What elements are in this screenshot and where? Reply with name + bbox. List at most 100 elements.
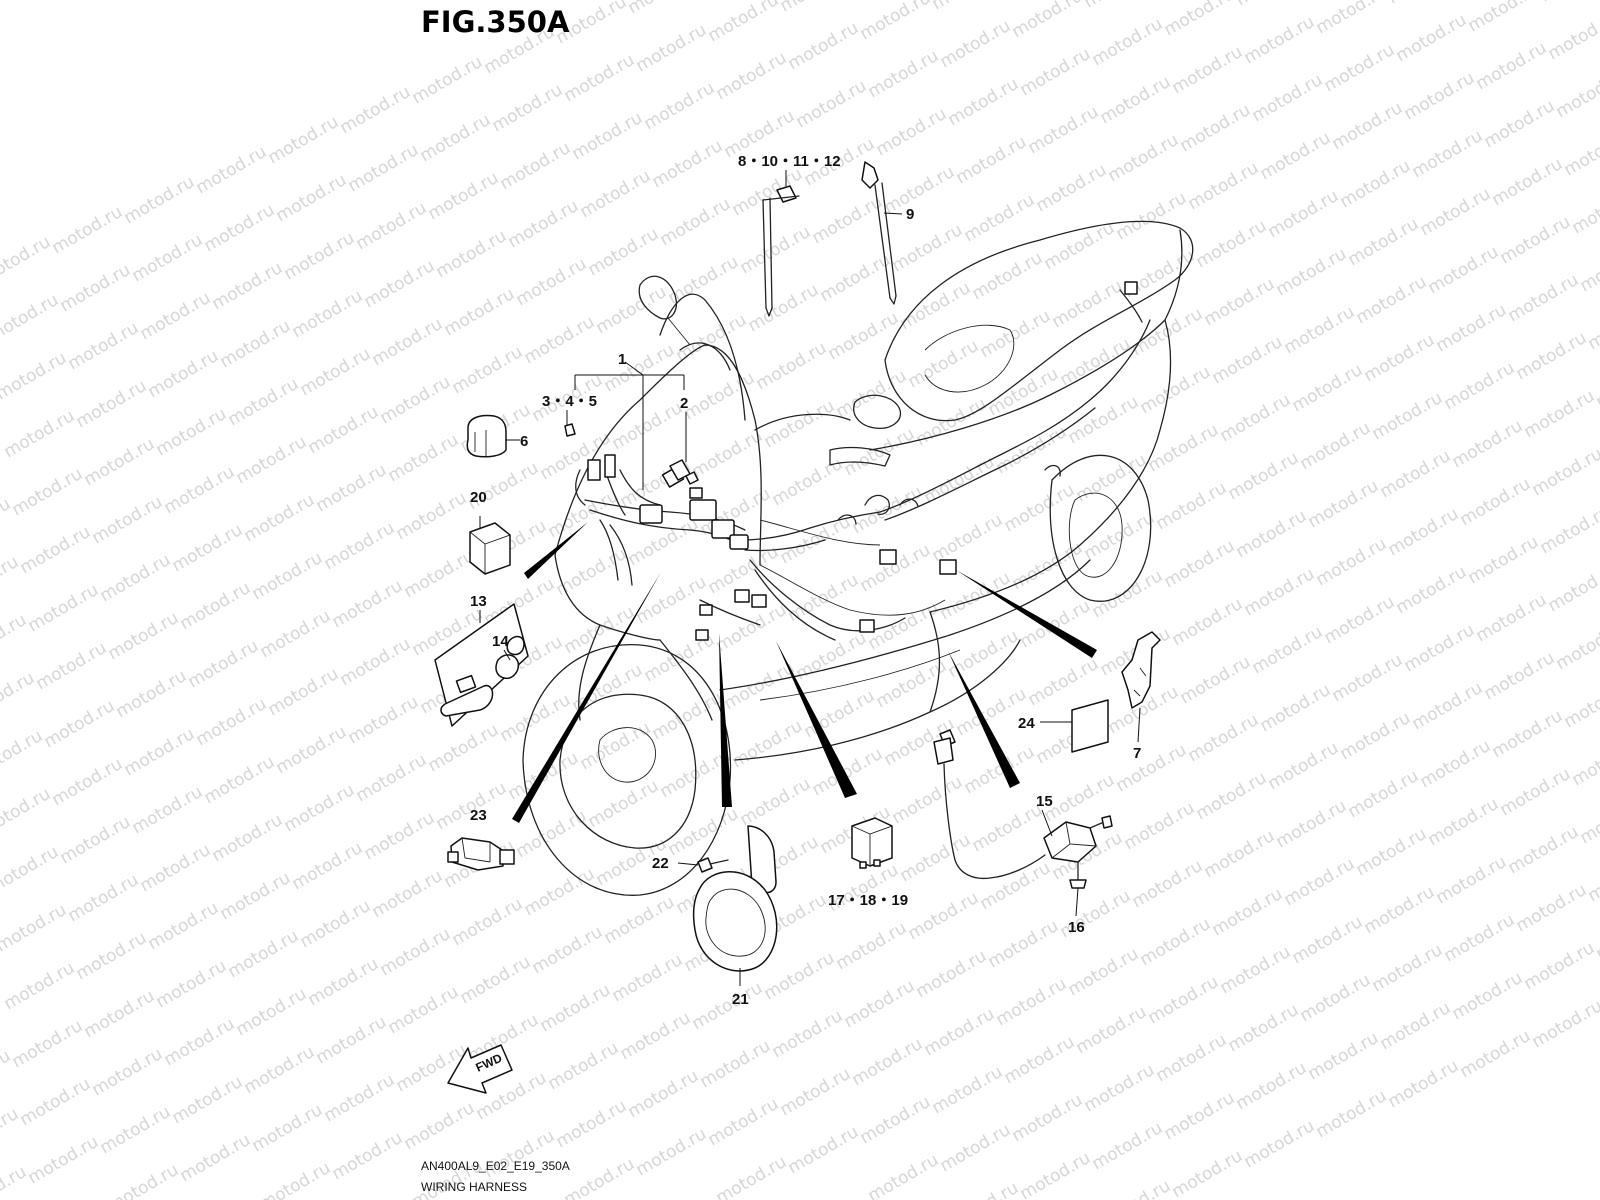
watermark-text: motod.ru: [905, 888, 983, 944]
watermark-text: motod.ru: [1313, 0, 1391, 38]
watermark-text: motod.ru: [41, 696, 119, 752]
watermark-text: motod.ru: [129, 782, 207, 838]
watermark-text: motod.ru: [857, 540, 935, 596]
watermark-text: motod.ru: [217, 316, 295, 372]
watermark-text: motod.ru: [153, 956, 231, 1012]
watermark-text: motod.ru: [929, 1062, 1007, 1118]
part-3-4-5-terminal: [564, 423, 576, 437]
watermark-text: motod.ru: [1361, 330, 1439, 386]
watermark-text: motod.ru: [0, 900, 70, 956]
watermark-text: motod.ru: [1345, 766, 1423, 822]
watermark-text: motod.ru: [1489, 154, 1567, 210]
watermark-text: motod.ru: [353, 750, 431, 806]
watermark-text: motod.ru: [1097, 72, 1175, 128]
watermark-text: motod.ru: [865, 1150, 943, 1200]
watermark-text: motod.ru: [985, 364, 1063, 420]
watermark-text: motod.ru: [1345, 214, 1423, 270]
callout-13: 13: [470, 593, 487, 610]
watermark-text: motod.ru: [1385, 504, 1463, 560]
watermark-text: motod.ru: [329, 1128, 407, 1184]
part-17-18-19-relay: [851, 817, 893, 869]
watermark-text: motod.ru: [1457, 1026, 1535, 1082]
watermark-text: motod.ru: [1393, 10, 1471, 66]
watermark-text: motod.ru: [209, 810, 287, 866]
watermark-text: motod.ru: [745, 280, 823, 336]
watermark-text: motod.ru: [913, 394, 991, 450]
watermark-text: motod.ru: [769, 454, 847, 510]
watermark-text: motod.ru: [1441, 910, 1519, 966]
watermark-text: motod.ru: [369, 866, 447, 922]
watermark-text: motod.ru: [257, 606, 335, 662]
watermark-text: motod.ru: [1393, 562, 1471, 618]
watermark-text: motod.ru: [193, 694, 271, 750]
watermark-text: motod.ru: [401, 546, 479, 602]
watermark-text: motod.ru: [153, 404, 231, 460]
watermark-text: motod.ru: [985, 916, 1063, 972]
watermark-text: motod.ru: [537, 428, 615, 484]
watermark-text: motod.ru: [1049, 276, 1127, 332]
watermark-text: motod.ru: [1281, 302, 1359, 358]
watermark-text: motod.ru: [1233, 1058, 1311, 1114]
figure-title: FIG.350A: [421, 5, 570, 39]
watermark-text: motod.ru: [1073, 1002, 1151, 1058]
watermark-text: motod.ru: [1017, 1148, 1095, 1200]
watermark-text: motod.ru: [953, 132, 1031, 188]
watermark-text: motod.ru: [1113, 188, 1191, 244]
part-15-16-switch: [933, 729, 1113, 889]
watermark-text: motod.ru: [1513, 328, 1591, 384]
callout-2: 2: [680, 395, 688, 412]
watermark-text: motod.ru: [1, 406, 79, 462]
watermark-text: motod.ru: [457, 952, 535, 1008]
watermark-text: motod.ru: [1265, 186, 1343, 242]
watermark-text: motod.ru: [633, 20, 711, 76]
watermark-text: motod.ru: [281, 228, 359, 284]
watermark-text: motod.ru: [1385, 1056, 1463, 1112]
watermark-text: motod.ru: [337, 634, 415, 690]
watermark-text: motod.ru: [177, 1130, 255, 1186]
watermark-text: motod.ru: [1289, 912, 1367, 968]
part-9-clip: [861, 161, 897, 305]
callout-15: 15: [1036, 793, 1053, 810]
watermark-text: motod.ru: [17, 1074, 95, 1130]
watermark-text: motod.ru: [289, 838, 367, 894]
watermark-text: motod.ru: [1217, 390, 1295, 446]
watermark-text: motod.ru: [1257, 128, 1335, 184]
watermark-text: motod.ru: [969, 800, 1047, 856]
watermark-text: motod.ru: [1241, 12, 1319, 68]
watermark-text: motod.ru: [1401, 620, 1479, 676]
watermark-text: motod.ru: [1001, 1032, 1079, 1088]
watermark-text: motod.ru: [1425, 242, 1503, 298]
watermark-text: motod.ru: [425, 168, 503, 224]
watermark-text: motod.ru: [1433, 852, 1511, 908]
watermark-text: motod.ru: [1545, 8, 1600, 64]
watermark-text: motod.ru: [1529, 444, 1600, 500]
watermark-text: motod.ru: [577, 718, 655, 774]
watermark-text: motod.ru: [977, 306, 1055, 362]
watermark-text: motod.ru: [969, 248, 1047, 304]
watermark-text: motod.ru: [1297, 970, 1375, 1026]
watermark-text: motod.ru: [1225, 1000, 1303, 1056]
watermark-text: motod.ru: [1297, 418, 1375, 474]
watermark-text: motod.ru: [1193, 768, 1271, 824]
watermark-text: motod.ru: [713, 48, 791, 104]
watermark-text: motod.ru: [273, 170, 351, 226]
watermark-text: motod.ru: [49, 754, 127, 810]
watermark-text: motod.ru: [81, 986, 159, 1042]
watermark-text: motod.ru: [601, 340, 679, 396]
watermark-text: motod.ru: [697, 1036, 775, 1092]
watermark-text: motod.ru: [993, 422, 1071, 478]
watermark-text: motod.ru: [1377, 998, 1455, 1054]
watermark-text: motod.ru: [361, 808, 439, 864]
watermark-text: motod.ru: [1177, 100, 1255, 156]
watermark-text: motod.ru: [0, 842, 62, 898]
watermark-text: motod.ru: [329, 576, 407, 632]
watermark-text: motod.ru: [913, 946, 991, 1002]
watermark-text: motod.ru: [809, 192, 887, 248]
watermark-text: motod.ru: [617, 1008, 695, 1064]
part-21-horn: [692, 825, 778, 972]
watermark-text: motod.ru: [1473, 38, 1551, 94]
watermark-text: motod.ru: [241, 1042, 319, 1098]
watermark-text: motod.ru: [753, 338, 831, 394]
watermark-text: motod.ru: [1305, 1028, 1383, 1084]
watermark-text: motod.ru: [777, 0, 855, 16]
